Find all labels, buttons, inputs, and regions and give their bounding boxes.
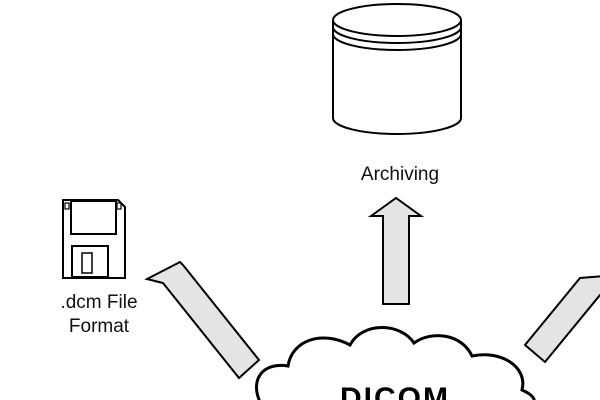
file-format-label-line2: Format: [68, 316, 130, 337]
file-format-label-line1: .dcm File: [60, 292, 138, 313]
arrow-up-to-archiving: [367, 196, 425, 305]
floppy-disk-icon: [62, 199, 126, 279]
database-icon: [332, 3, 462, 135]
arrow-to-right-node: [523, 275, 600, 364]
archiving-label: Archiving: [360, 164, 440, 185]
file-format-label: .dcm File Format: [44, 291, 154, 339]
arrow-to-file-format: [144, 260, 261, 380]
dicom-cloud-label: DICOM: [340, 382, 450, 400]
cloud-icon: [255, 326, 536, 400]
